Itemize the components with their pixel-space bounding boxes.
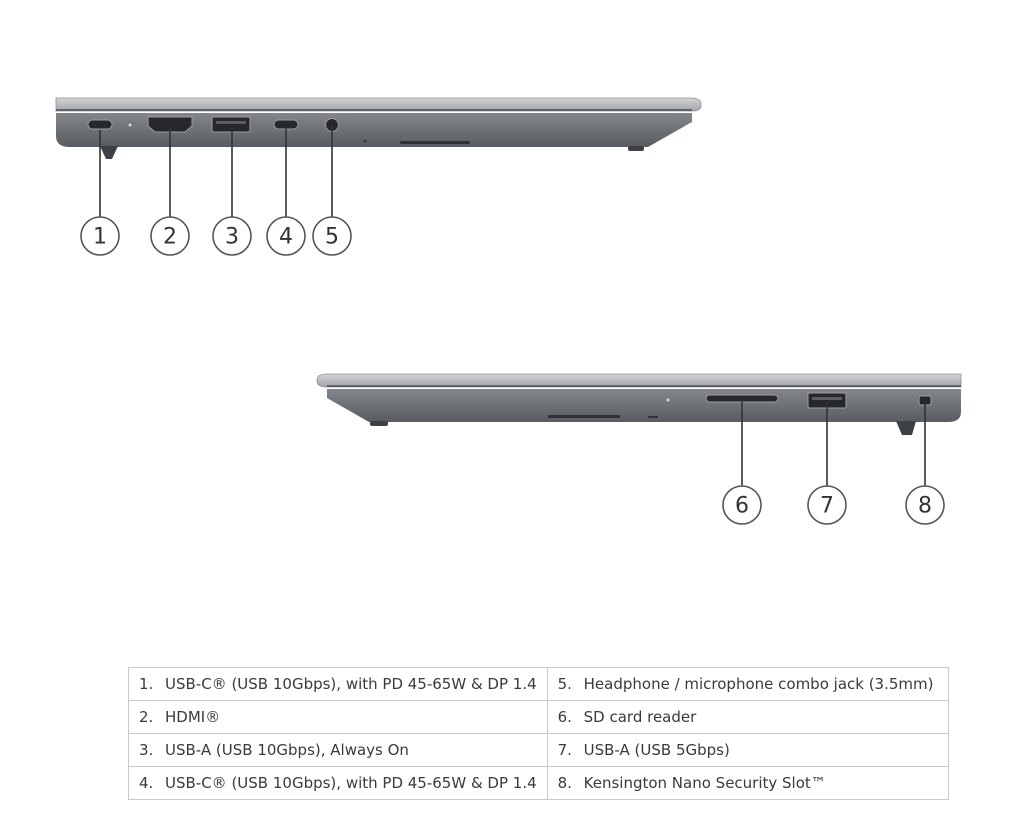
port-description: USB-A (USB 10Gbps), Always On: [165, 741, 409, 759]
table-cell: 5. Headphone / microphone combo jack (3.5…: [546, 667, 949, 701]
table-row: 4. USB-C® (USB 10Gbps), with PD 45-65W & …: [128, 766, 949, 800]
callout-6: 6: [722, 485, 762, 525]
table-cell: 8. Kensington Nano Security Slot™: [546, 766, 949, 800]
laptop-foot: [370, 421, 388, 426]
laptop-foot: [100, 146, 118, 159]
table-row: 2. HDMI® 6. SD card reader: [128, 700, 949, 734]
callout-4: 4: [266, 216, 306, 256]
usb-c-port-icon: [87, 119, 113, 130]
callout-5: 5: [312, 216, 352, 256]
table-cell: 4. USB-C® (USB 10Gbps), with PD 45-65W & …: [128, 766, 548, 800]
callout-1: 1: [80, 216, 120, 256]
port-description: Kensington Nano Security Slot™: [583, 774, 826, 792]
table-cell: 7. USB-A (USB 5Gbps): [546, 733, 949, 767]
laptop-base-right: [327, 389, 961, 422]
table-row: 3. USB-A (USB 10Gbps), Always On 7. USB-A …: [128, 733, 949, 767]
ports-legend-table: 1. USB-C® (USB 10Gbps), with PD 45-65W & …: [128, 667, 949, 800]
usb-a-port-icon: [211, 116, 251, 133]
port-description: USB-A (USB 5Gbps): [583, 741, 730, 759]
table-cell: 6. SD card reader: [546, 700, 949, 734]
callout-8: 8: [905, 485, 945, 525]
callout-number: 8: [918, 494, 932, 519]
item-number: 7.: [557, 741, 572, 759]
laptop-lid-left: [55, 97, 702, 112]
callout-2: 2: [150, 216, 190, 256]
vent-slot: [648, 416, 658, 418]
laptop-foot: [628, 146, 644, 151]
callout-3: 3: [212, 216, 252, 256]
laptop-left-side-view: [55, 97, 702, 159]
vent-slot: [548, 415, 620, 418]
status-led: [128, 123, 132, 127]
status-led: [363, 139, 367, 143]
item-number: 6.: [557, 708, 572, 726]
port-description: HDMI®: [165, 708, 221, 726]
callout-number: 6: [735, 494, 749, 519]
laptop-lid-right: [316, 373, 962, 388]
table-cell: 1. USB-C® (USB 10Gbps), with PD 45-65W & …: [128, 667, 548, 701]
hdmi-port-icon: [147, 116, 193, 133]
callout-number: 5: [325, 225, 339, 250]
item-number: 1.: [139, 675, 154, 693]
callout-number: 7: [820, 494, 834, 519]
callout-number: 2: [163, 225, 177, 250]
laptop-side-views-diagram: 1 2 3 4 5 6: [55, 97, 962, 525]
laptop-foot: [896, 421, 916, 435]
table-cell: 2. HDMI®: [128, 700, 548, 734]
laptop-right-side-view: [316, 373, 962, 435]
item-number: 4.: [139, 774, 154, 792]
vent-slot: [400, 141, 470, 144]
callout-7: 7: [807, 485, 847, 525]
port-description: USB-C® (USB 10Gbps), with PD 45-65W & DP…: [165, 774, 537, 792]
table-cell: 3. USB-A (USB 10Gbps), Always On: [128, 733, 548, 767]
callout-number: 4: [279, 225, 293, 250]
table-row: 1. USB-C® (USB 10Gbps), with PD 45-65W & …: [128, 667, 949, 701]
item-number: 8.: [557, 774, 572, 792]
item-number: 3.: [139, 741, 154, 759]
callout-number: 1: [93, 225, 107, 250]
item-number: 2.: [139, 708, 154, 726]
port-description: USB-C® (USB 10Gbps), with PD 45-65W & DP…: [165, 675, 537, 693]
item-number: 5.: [557, 675, 572, 693]
status-led: [666, 398, 670, 402]
port-description: SD card reader: [583, 708, 697, 726]
callout-number: 3: [225, 225, 239, 250]
port-description: Headphone / microphone combo jack (3.5mm…: [583, 675, 934, 693]
